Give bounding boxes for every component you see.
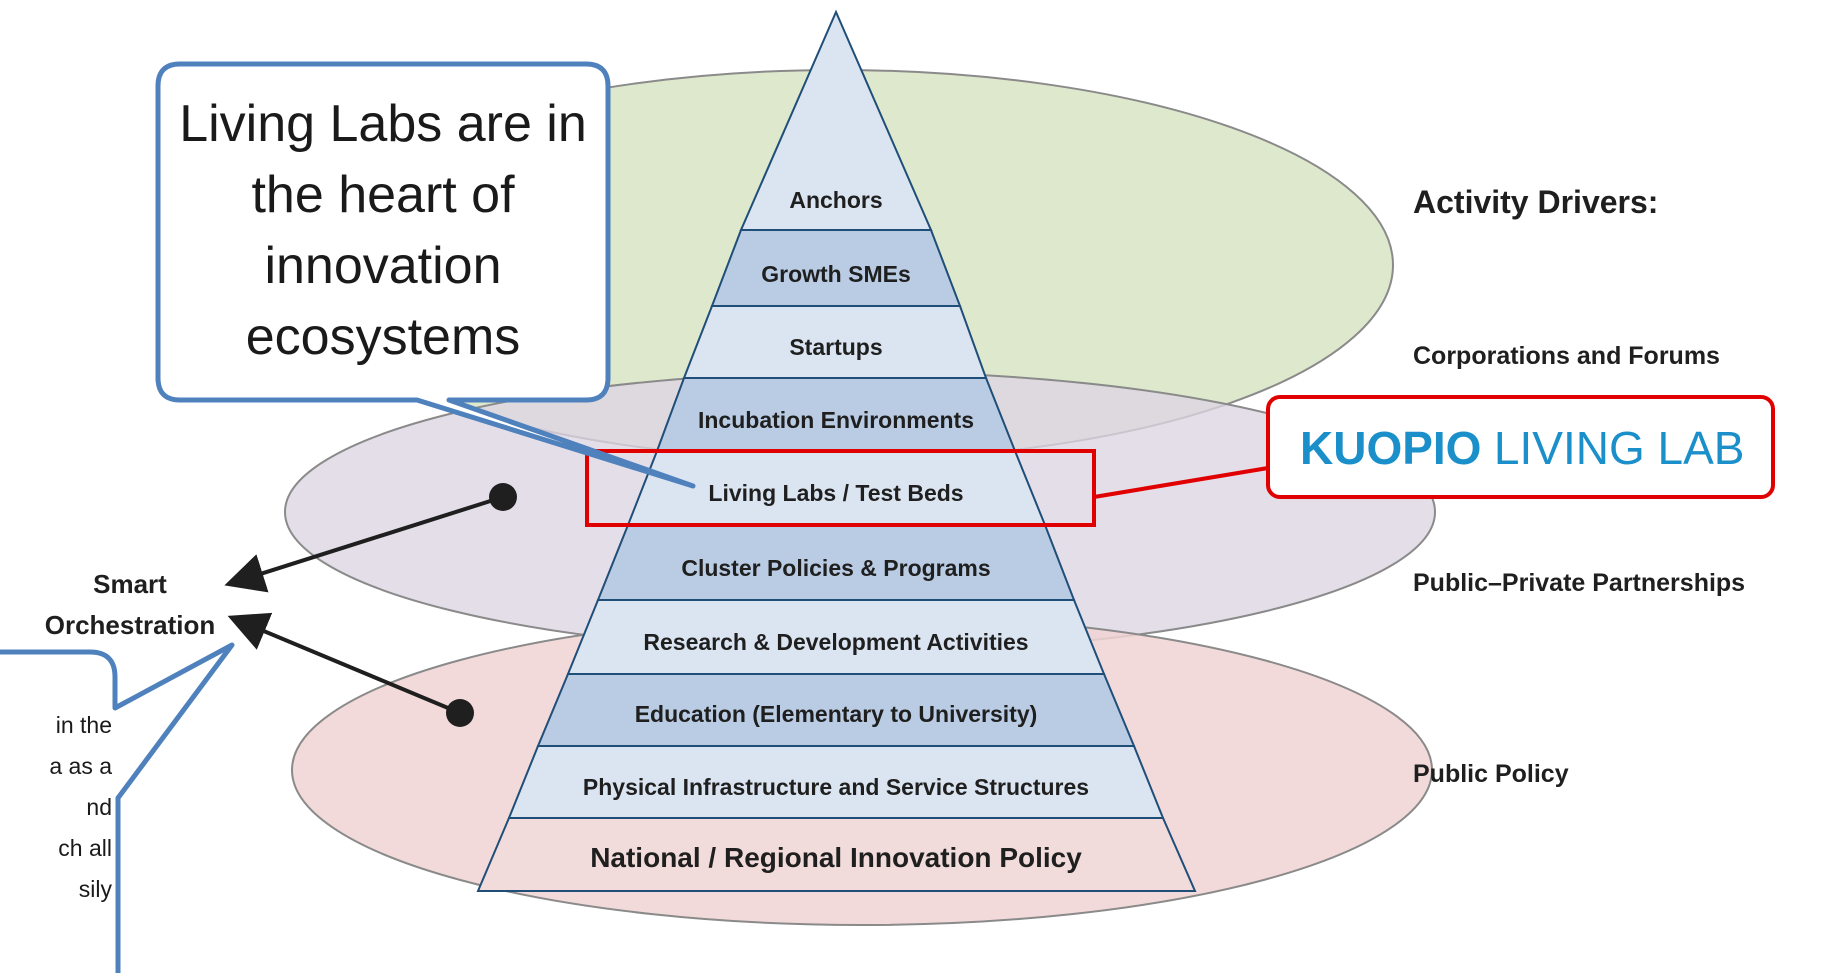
level-growth-smes: Growth SMEs [761,261,911,287]
kuopio-logo-light: LIVING LAB [1494,422,1745,474]
orchestration-line1: Smart [93,569,167,599]
small-callout-line-2: a as a [49,753,112,779]
small-callout-line-1: in the [56,712,112,738]
level-infrastructure: Physical Infrastructure and Service Stru… [583,774,1089,800]
main-callout-line-3: innovation [264,237,501,295]
pyramid [476,9,1197,892]
orchestration-dot-lower [446,699,474,727]
level-education: Education (Elementary to University) [635,701,1038,727]
level-incubation: Incubation Environments [698,407,974,433]
driver-public-policy: Public Policy [1413,760,1569,788]
small-callout-line-3: nd [86,794,112,820]
living-labs-highlight [585,449,1096,527]
small-callout-line-5: sily [79,876,113,902]
kuopio-logo: KUOPIO LIVING LAB [1300,422,1744,474]
pyramid-band-national-policy [476,817,1197,892]
highlight-connector [1093,466,1269,499]
level-research: Research & Development Activities [643,629,1028,655]
level-living-labs: Living Labs / Test Beds [708,480,963,506]
main-callout-line-2: the heart of [251,166,515,224]
orchestration-arrow-lower [227,612,461,715]
small-callout-line-4: ch all [58,835,112,861]
drivers-title: Activity Drivers: [1413,184,1658,220]
orchestration-line2: Orchestration [45,610,216,640]
main-callout-line-4: ecosystems [246,308,521,366]
main-callout-line-1: Living Labs are in [179,95,587,153]
level-cluster: Cluster Policies & Programs [681,555,990,581]
orchestration-dot-upper [489,483,517,511]
orchestration-arrow-upper [224,495,504,593]
driver-corporations: Corporations and Forums [1413,342,1720,370]
kuopio-logo-strong: KUOPIO [1300,422,1481,474]
small-callout-bubble [0,642,235,973]
kuopio-logo-box [1266,395,1775,499]
level-national-policy: National / Regional Innovation Policy [590,842,1082,873]
driver-ppp: Public–Private Partnerships [1413,569,1745,597]
level-anchors: Anchors [789,187,882,213]
main-callout-bubble [155,61,696,489]
level-startups: Startups [789,334,882,360]
